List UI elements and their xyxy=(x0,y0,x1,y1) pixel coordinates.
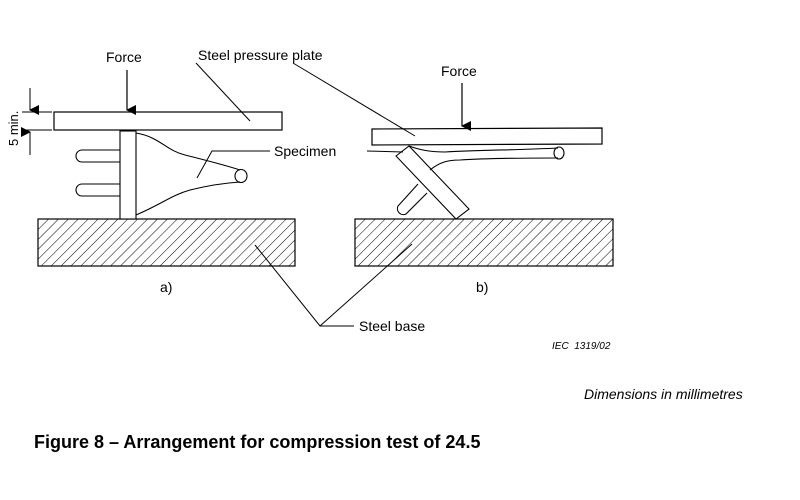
dimensions-note: Dimensions in millimetres xyxy=(584,386,743,402)
force-label-b: Force xyxy=(441,63,477,79)
panel-b-label: b) xyxy=(476,279,488,295)
figure-caption: Figure 8 – Arrangement for compression t… xyxy=(34,432,481,452)
panel-b: Force b) xyxy=(354,63,614,295)
steel-base-a xyxy=(37,218,296,267)
specimen-b xyxy=(395,145,565,220)
steel-base-label: Steel base xyxy=(359,318,425,334)
force-label-a: Force xyxy=(106,49,142,65)
steel-base-b xyxy=(354,218,614,267)
leader-lines xyxy=(195,62,416,327)
steel-pressure-plate-label: Steel pressure plate xyxy=(198,47,323,63)
specimen-label: Specimen xyxy=(274,143,336,159)
dim-5min-label: 5 min. xyxy=(6,111,21,146)
steel-pressure-plate-b xyxy=(371,127,603,146)
panel-a-label: a) xyxy=(160,279,172,295)
specimen-a xyxy=(75,130,248,220)
steel-pressure-plate-a xyxy=(53,111,283,131)
panel-a: 5 min. Force a) xyxy=(6,49,296,295)
iec-reference-code: IEC 1319/02 xyxy=(552,341,611,352)
dimension-5min xyxy=(21,88,52,155)
